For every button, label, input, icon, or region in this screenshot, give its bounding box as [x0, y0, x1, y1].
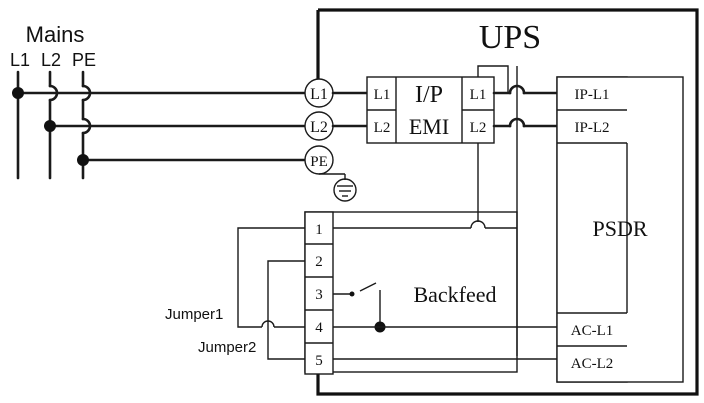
psdr-ac-l2: AC-L2 [571, 356, 614, 372]
jumper2-wire [267, 260, 305, 360]
input-terminal-l1-label: L1 [310, 86, 328, 103]
psdr-block [556, 76, 684, 383]
mains-l1-label: L1 [10, 50, 30, 70]
terminal-2-label: 2 [315, 254, 323, 270]
ups-title: UPS [479, 19, 541, 56]
terminal-1-hop [470, 220, 486, 229]
ground-circle [333, 178, 357, 202]
psdr-ac-l1: AC-L1 [571, 323, 614, 339]
jumper1-wire-a [237, 227, 305, 328]
emi-out-l2: L2 [470, 120, 487, 136]
emi-out-l1: L1 [470, 87, 487, 103]
backfeed-label: Backfeed [413, 282, 496, 307]
input-terminal-pe-label: PE [310, 154, 328, 170]
terminal-4-label: 4 [315, 320, 323, 336]
l2-junction-dot [44, 120, 56, 132]
mains-l2-label: L2 [41, 50, 61, 70]
terminal-3-label: 3 [315, 287, 323, 303]
emi-title-ip: I/P [415, 82, 443, 108]
input-terminal-l2-label: L2 [310, 119, 328, 136]
psdr-ip-l2: IP-L2 [575, 120, 610, 136]
jumper2-label: Jumper2 [198, 339, 256, 356]
terminal-1-label: 1 [315, 222, 323, 238]
emi-in-l1: L1 [374, 87, 391, 103]
mains-pe-label: PE [72, 50, 96, 70]
terminal-5-label: 5 [315, 353, 323, 369]
emi-title-emi: EMI [409, 114, 449, 139]
l1-junction-dot [12, 87, 24, 99]
switch-contact-left [349, 291, 355, 297]
psdr-title: PSDR [592, 216, 647, 241]
pe-junction-dot [77, 154, 89, 166]
terminal-block [304, 211, 334, 375]
emi-in-l2: L2 [374, 120, 391, 136]
jumper1-label: Jumper1 [165, 306, 223, 323]
psdr-ip-l1: IP-L1 [575, 87, 610, 103]
switch-blade [359, 282, 377, 292]
mains-title: Mains [26, 22, 85, 47]
